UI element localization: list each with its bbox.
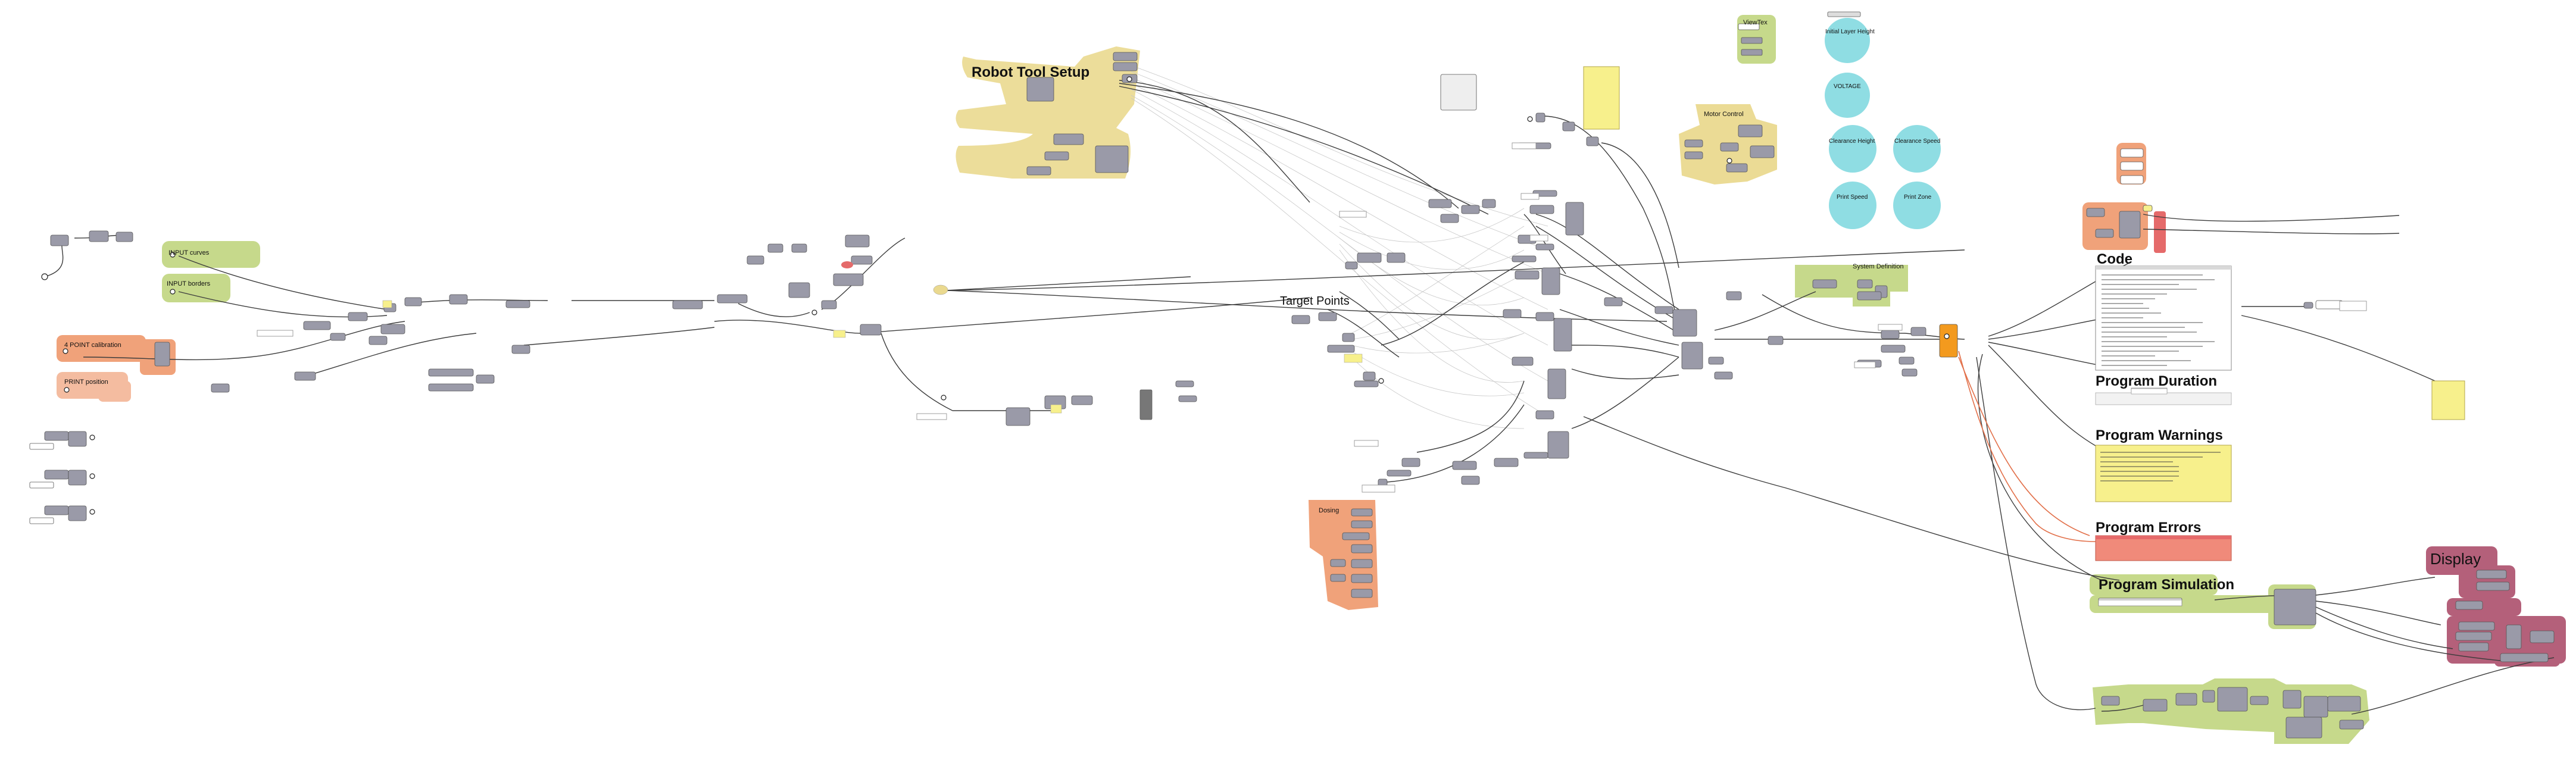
group-title-display: Display — [2430, 550, 2481, 568]
param-print-zone[interactable] — [1893, 182, 1941, 229]
orange-wires — [1958, 351, 2096, 542]
param-label-initial-layer-height: Initial Layer Height — [1825, 29, 1875, 35]
param-clearance-height[interactable] — [1829, 125, 1876, 173]
yellow-notes — [382, 66, 2465, 420]
program-duration-panel[interactable] — [2095, 388, 2232, 405]
group-title-dosing: Dosing — [1319, 507, 1339, 514]
group-program-simulation[interactable] — [2090, 574, 2218, 595]
param-label-print-zone: Print Zone — [1904, 194, 1932, 201]
group-system-definition[interactable] — [1795, 265, 1908, 306]
group-title-print-position: PRINT position — [64, 379, 108, 386]
note-right[interactable] — [2431, 380, 2465, 420]
param-label-voltage: VOLTAGE — [1834, 83, 1861, 90]
section-title-program-warnings: Program Warnings — [2096, 427, 2223, 443]
code-panel[interactable] — [2095, 265, 2232, 371]
group-title-input-curves: INPUT curves — [168, 249, 210, 257]
section-title-program-simulation: Program Simulation — [2099, 577, 2235, 593]
group-input-curves[interactable] — [162, 241, 260, 268]
param-clearance-speed[interactable] — [1893, 125, 1941, 173]
param-print-speed[interactable] — [1829, 182, 1876, 229]
group-title-motor-control: Motor Control — [1704, 111, 1744, 118]
param-voltage[interactable] — [1825, 73, 1870, 118]
param-nodes — [41, 76, 1950, 515]
fan-wires — [1131, 65, 1548, 429]
group-point-calibration[interactable] — [57, 335, 146, 362]
group-title-input-borders: INPUT borders — [167, 280, 211, 287]
section-title-code: Code — [2097, 251, 2132, 267]
group-robot-tool-setup[interactable] — [956, 46, 1140, 179]
group-title-viewtex: ViewTex — [1743, 19, 1768, 26]
param-label-clearance-height: Clearance Height — [1829, 138, 1875, 145]
highlighted-component[interactable] — [1939, 324, 1958, 358]
section-title-program-errors: Program Errors — [2096, 520, 2202, 536]
group-title-point-calibration: 4 POINT calibration — [64, 342, 121, 349]
group-title-system-definition: System Definition — [1853, 263, 1904, 270]
param-label-clearance-speed: Clearance Speed — [1894, 138, 1941, 145]
program-warnings-panel[interactable] — [2095, 445, 2232, 502]
param-label-print-speed: Print Speed — [1837, 194, 1868, 201]
note-top[interactable] — [1583, 66, 1620, 130]
section-title-program-duration: Program Duration — [2096, 373, 2218, 389]
group-title-target-points: Target Points — [1280, 295, 1350, 308]
group-input-borders[interactable] — [162, 274, 230, 302]
param-initial-layer-height[interactable] — [1825, 18, 1870, 63]
program-errors-panel[interactable] — [2095, 535, 2232, 561]
param-circles — [1825, 18, 1941, 229]
group-title-robot-tool-setup: Robot Tool Setup — [972, 64, 1090, 80]
